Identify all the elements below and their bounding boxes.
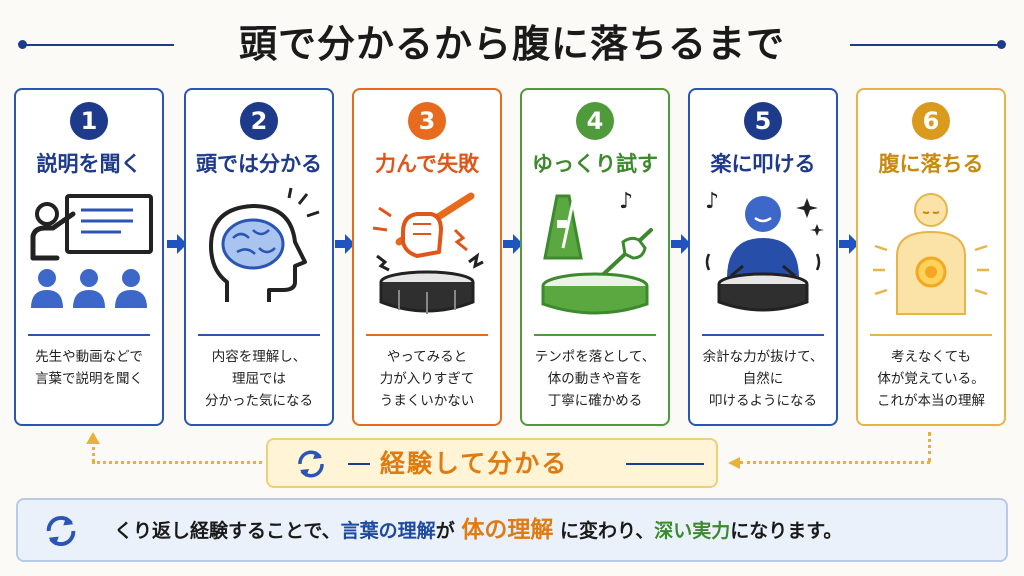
step-number-badge: 1 bbox=[70, 102, 108, 140]
arrow-right-icon bbox=[167, 234, 187, 254]
arrow-right-icon bbox=[503, 234, 523, 254]
desc-line: 自然に bbox=[742, 371, 784, 387]
desc-line: 分かった気になる bbox=[205, 393, 313, 409]
title-dot-right bbox=[997, 40, 1006, 49]
glowing-body-icon bbox=[873, 193, 989, 315]
summary-highlight-deep-skill: 深い実力 bbox=[654, 520, 731, 542]
step-card-5: 5 楽に叩ける ♪ 余計な力が抜けて、 自然に 叩けるようになる bbox=[688, 88, 838, 426]
experience-loop-box: 経験して分かる bbox=[266, 438, 718, 488]
step-card-1: 1 説明を聞く 先生や動画などで 言葉で説明を聞く bbox=[14, 88, 164, 426]
title-row: 頭で分かるから腹に落ちるまで bbox=[0, 0, 1024, 84]
desc-line: テンポを落として、 bbox=[534, 349, 656, 365]
step-number-badge: 4 bbox=[576, 102, 614, 140]
desc-line: 理屈では bbox=[232, 371, 286, 387]
step-description: やってみると 力が入りすぎて うまくいかない bbox=[358, 346, 496, 412]
step-description: テンポを落として、 体の動きや音を 丁寧に確かめる bbox=[526, 346, 664, 412]
loop-connector-left bbox=[92, 461, 262, 464]
step-title: 説明を聞く bbox=[36, 152, 142, 176]
cycle-arrows-icon bbox=[46, 515, 76, 547]
step-title: 腹に落ちる bbox=[878, 152, 984, 176]
svg-text:♪: ♪ bbox=[705, 189, 719, 214]
loop-connector-right bbox=[740, 461, 930, 464]
card-divider bbox=[870, 334, 992, 336]
desc-line: 体が覚えている。 bbox=[877, 371, 985, 387]
tense-fist-drum-icon bbox=[372, 192, 484, 314]
step-description: 先生や動画などで 言葉で説明を聞く bbox=[20, 346, 158, 390]
step-number-badge: 6 bbox=[912, 102, 950, 140]
relaxed-drummer-icon: ♪ bbox=[705, 189, 824, 312]
desc-line: 考えなくても bbox=[891, 349, 971, 365]
arrow-right-icon bbox=[671, 234, 691, 254]
step-title: 力んで失敗 bbox=[375, 152, 479, 176]
step-card-4: 4 ゆっくり試す ♪ テンポを落として、 体の動きや音を 丁寧に確かめる bbox=[520, 88, 670, 426]
summary-part: が bbox=[435, 520, 455, 542]
loop-dash bbox=[348, 463, 370, 465]
metronome-drum-icon: ♪ bbox=[541, 189, 653, 315]
title-rule-left bbox=[24, 44, 174, 46]
brain-head-icon bbox=[209, 187, 320, 302]
summary-highlight-word-understanding: 言葉の理解 bbox=[340, 520, 436, 542]
card-divider bbox=[702, 334, 824, 336]
desc-line: 叩けるようになる bbox=[709, 393, 817, 409]
summary-highlight-body-understanding: 体の理解 bbox=[461, 517, 554, 543]
desc-line: 力が入りすぎて bbox=[379, 371, 475, 387]
desc-line: 余計な力が抜けて、 bbox=[702, 349, 824, 365]
step-description: 内容を理解し、 理屈では 分かった気になる bbox=[190, 346, 328, 412]
step-title: 楽に叩ける bbox=[710, 152, 816, 176]
loop-rule bbox=[626, 463, 704, 465]
loop-label: 経験して分かる bbox=[380, 449, 569, 478]
summary-part: くり返し経験することで、 bbox=[114, 520, 341, 542]
arrow-up-icon bbox=[86, 432, 100, 444]
desc-line: 丁寧に確かめる bbox=[547, 393, 643, 409]
summary-part: に変わり、 bbox=[559, 520, 655, 542]
step-number-badge: 2 bbox=[240, 102, 278, 140]
title-dot-left bbox=[18, 40, 27, 49]
step-number-badge: 5 bbox=[744, 102, 782, 140]
desc-line: うまくいかない bbox=[379, 393, 475, 409]
loop-connector-left-vertical bbox=[92, 440, 95, 462]
step-card-6: 6 腹に落ちる 考えなくても 体が覚えている。 これが本当の理解 bbox=[856, 88, 1006, 426]
card-divider bbox=[534, 334, 656, 336]
desc-line: 言葉で説明を聞く bbox=[35, 371, 143, 387]
summary-part: になります。 bbox=[730, 520, 843, 542]
arrow-right-icon bbox=[335, 234, 355, 254]
step-number-badge: 3 bbox=[408, 102, 446, 140]
svg-text:♪: ♪ bbox=[619, 189, 633, 214]
page-title: 頭で分かるから腹に落ちるまで bbox=[238, 22, 785, 66]
summary-text: くり返し経験することで、言葉の理解が 体の理解 に変わり、深い実力になります。 bbox=[114, 500, 996, 560]
step-description: 余計な力が抜けて、 自然に 叩けるようになる bbox=[694, 346, 832, 412]
card-divider bbox=[366, 334, 488, 336]
card-divider bbox=[198, 334, 320, 336]
card-divider bbox=[28, 334, 150, 336]
arrow-left-icon bbox=[728, 457, 740, 469]
title-rule-right bbox=[850, 44, 1000, 46]
arrow-right-icon bbox=[839, 234, 859, 254]
summary-box: くり返し経験することで、言葉の理解が 体の理解 に変わり、深い実力になります。 bbox=[16, 498, 1008, 562]
cycle-arrows-icon bbox=[298, 450, 324, 478]
step-card-2: 2 頭では分かる 内容を理解し、 理屈では 分かった気になる bbox=[184, 88, 334, 426]
desc-line: 内容を理解し、 bbox=[211, 349, 307, 365]
step-title: 頭では分かる bbox=[196, 152, 322, 176]
step-card-3: 3 力んで失敗 やってみると 力が入りすぎて うまくいかない bbox=[352, 88, 502, 426]
step-title: ゆっくり試す bbox=[532, 152, 658, 176]
step-description: 考えなくても 体が覚えている。 これが本当の理解 bbox=[862, 346, 1000, 412]
desc-line: 先生や動画などで bbox=[35, 349, 143, 365]
teacher-audience-icon bbox=[30, 194, 153, 308]
desc-line: やってみると bbox=[386, 349, 468, 365]
desc-line: 体の動きや音を bbox=[547, 371, 643, 387]
loop-connector-right-vertical bbox=[928, 432, 931, 462]
desc-line: これが本当の理解 bbox=[877, 393, 985, 409]
